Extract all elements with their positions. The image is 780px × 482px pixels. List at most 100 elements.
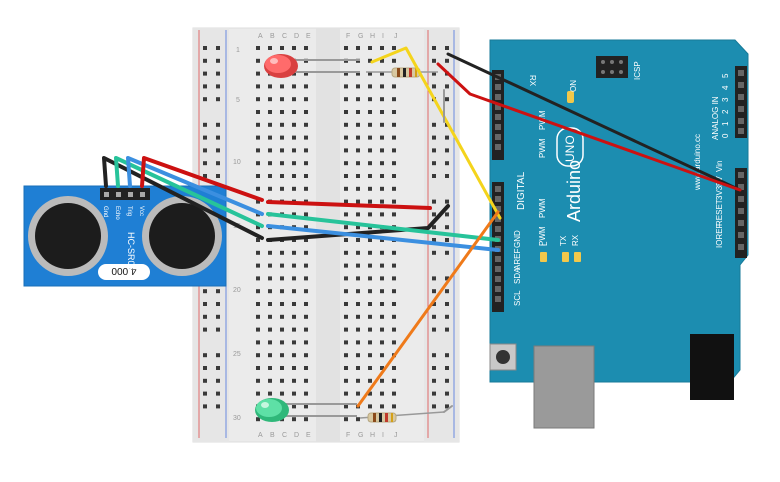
rail-hole xyxy=(203,122,207,127)
on-label: ON xyxy=(569,80,578,92)
breadboard-hole xyxy=(344,148,348,153)
rail-hole xyxy=(432,174,436,178)
rail-hole xyxy=(203,302,207,306)
breadboard-hole xyxy=(280,110,284,114)
rail-hole xyxy=(432,225,436,230)
rail-hole xyxy=(216,302,220,306)
gnd-rail-wire[interactable] xyxy=(266,204,450,242)
breadboard-hole xyxy=(268,84,272,89)
pin-label-sda: SDA xyxy=(513,267,522,284)
breadboard-hole xyxy=(380,212,384,217)
rail-jumper-bottom xyxy=(443,405,453,413)
resistor-bottom[interactable] xyxy=(359,411,445,423)
rail-hole xyxy=(445,135,449,140)
breadboard-hole xyxy=(344,327,348,332)
sensor-vcc-wire[interactable] xyxy=(140,156,264,202)
col-letter-i-bottom: I xyxy=(382,432,384,439)
rail-hole xyxy=(445,276,449,281)
breadboard-hole xyxy=(292,135,296,140)
breadboard-hole xyxy=(356,340,360,345)
vcc-rail-wire[interactable] xyxy=(266,200,432,210)
breadboard-hole xyxy=(368,174,372,178)
breadboard-hole xyxy=(304,276,308,281)
rail-hole xyxy=(203,58,207,63)
rail-hole xyxy=(203,71,207,76)
breadboard-hole xyxy=(380,71,384,76)
rx-pin-label: RX xyxy=(528,75,537,87)
breadboard-hole xyxy=(392,199,396,204)
breadboard-hole xyxy=(368,378,372,383)
resistor-top[interactable] xyxy=(366,67,438,78)
rail-hole xyxy=(216,327,220,332)
rail-hole xyxy=(445,148,449,153)
col-letter-a: A xyxy=(258,33,263,40)
green-led[interactable] xyxy=(255,398,357,422)
rail-hole xyxy=(445,289,449,294)
breadboard-hole xyxy=(356,110,360,114)
sensor-echo-wire[interactable] xyxy=(114,156,264,228)
rail-hole xyxy=(216,58,220,63)
echo-to-arduino-wire[interactable] xyxy=(266,212,500,242)
arduino-5v-wire[interactable] xyxy=(436,62,742,192)
breadboard-hole xyxy=(392,340,396,345)
breadboard-hole xyxy=(344,353,348,358)
breadboard-hole xyxy=(344,404,348,409)
rail-hole xyxy=(203,174,207,178)
breadboard-hole xyxy=(392,391,396,396)
breadboard-hole xyxy=(280,135,284,140)
col-letter-a-bottom: A xyxy=(258,432,263,439)
rail-hole xyxy=(432,289,436,294)
breadboard-hole xyxy=(356,46,360,50)
breadboard-hole xyxy=(292,263,296,268)
rail-hole xyxy=(432,199,436,204)
trig-to-arduino-wire[interactable] xyxy=(266,224,500,252)
breadboard-hole xyxy=(344,302,348,306)
red-led[interactable] xyxy=(264,54,360,78)
breadboard-hole xyxy=(380,58,384,63)
pin-label-vin: Vin xyxy=(715,161,724,172)
rail-hole xyxy=(445,46,449,50)
breadboard-hole xyxy=(356,391,360,396)
breadboard-hole xyxy=(368,186,372,191)
col-letter-i: I xyxy=(382,33,384,40)
breadboard-hole xyxy=(356,378,360,383)
col-letter-j-bottom: J xyxy=(394,432,398,439)
breadboard: A B C D E F G H I J A B C D E F G H I J … xyxy=(192,27,460,443)
rail-hole xyxy=(432,391,436,396)
breadboard-hole xyxy=(392,186,396,191)
breadboard-hole xyxy=(368,122,372,127)
breadboard-hole xyxy=(392,327,396,332)
red-led-signal-wire[interactable] xyxy=(370,46,502,220)
breadboard-hole xyxy=(304,110,308,114)
breadboard-hole xyxy=(268,186,272,191)
breadboard-hole xyxy=(344,225,348,230)
rail-hole xyxy=(445,97,449,102)
pin-label-3v3: 3V3 xyxy=(715,185,724,200)
breadboard-hole xyxy=(368,263,372,268)
analog-pin-4: 4 xyxy=(721,85,730,90)
breadboard-hole xyxy=(292,340,296,345)
breadboard-hole xyxy=(256,110,260,114)
sensor-gnd-wire[interactable] xyxy=(102,156,264,240)
breadboard-hole xyxy=(392,276,396,281)
breadboard-hole xyxy=(256,250,260,255)
breadboard-hole xyxy=(280,148,284,153)
reset-button[interactable] xyxy=(496,350,510,364)
green-led-signal-wire[interactable] xyxy=(356,210,500,408)
breadboard-hole xyxy=(356,84,360,89)
breadboard-hole xyxy=(268,46,272,50)
breadboard-hole xyxy=(344,110,348,114)
breadboard-hole xyxy=(344,84,348,89)
col-letter-d-bottom: D xyxy=(294,432,299,439)
sensor-trig-wire[interactable] xyxy=(126,156,264,216)
breadboard-hole xyxy=(304,238,308,242)
rail-hole xyxy=(216,84,220,89)
col-letter-d: D xyxy=(294,33,299,40)
breadboard-hole xyxy=(392,174,396,178)
breadboard-hole xyxy=(304,148,308,153)
arduino-gnd-wire[interactable] xyxy=(446,52,742,192)
breadboard-hole xyxy=(256,58,260,63)
breadboard-hole xyxy=(268,391,272,396)
ultrasonic-sensor: 4.000 HC-SR04 Vcc Trig Echo Gnd xyxy=(23,185,227,287)
breadboard-hole xyxy=(280,391,284,396)
